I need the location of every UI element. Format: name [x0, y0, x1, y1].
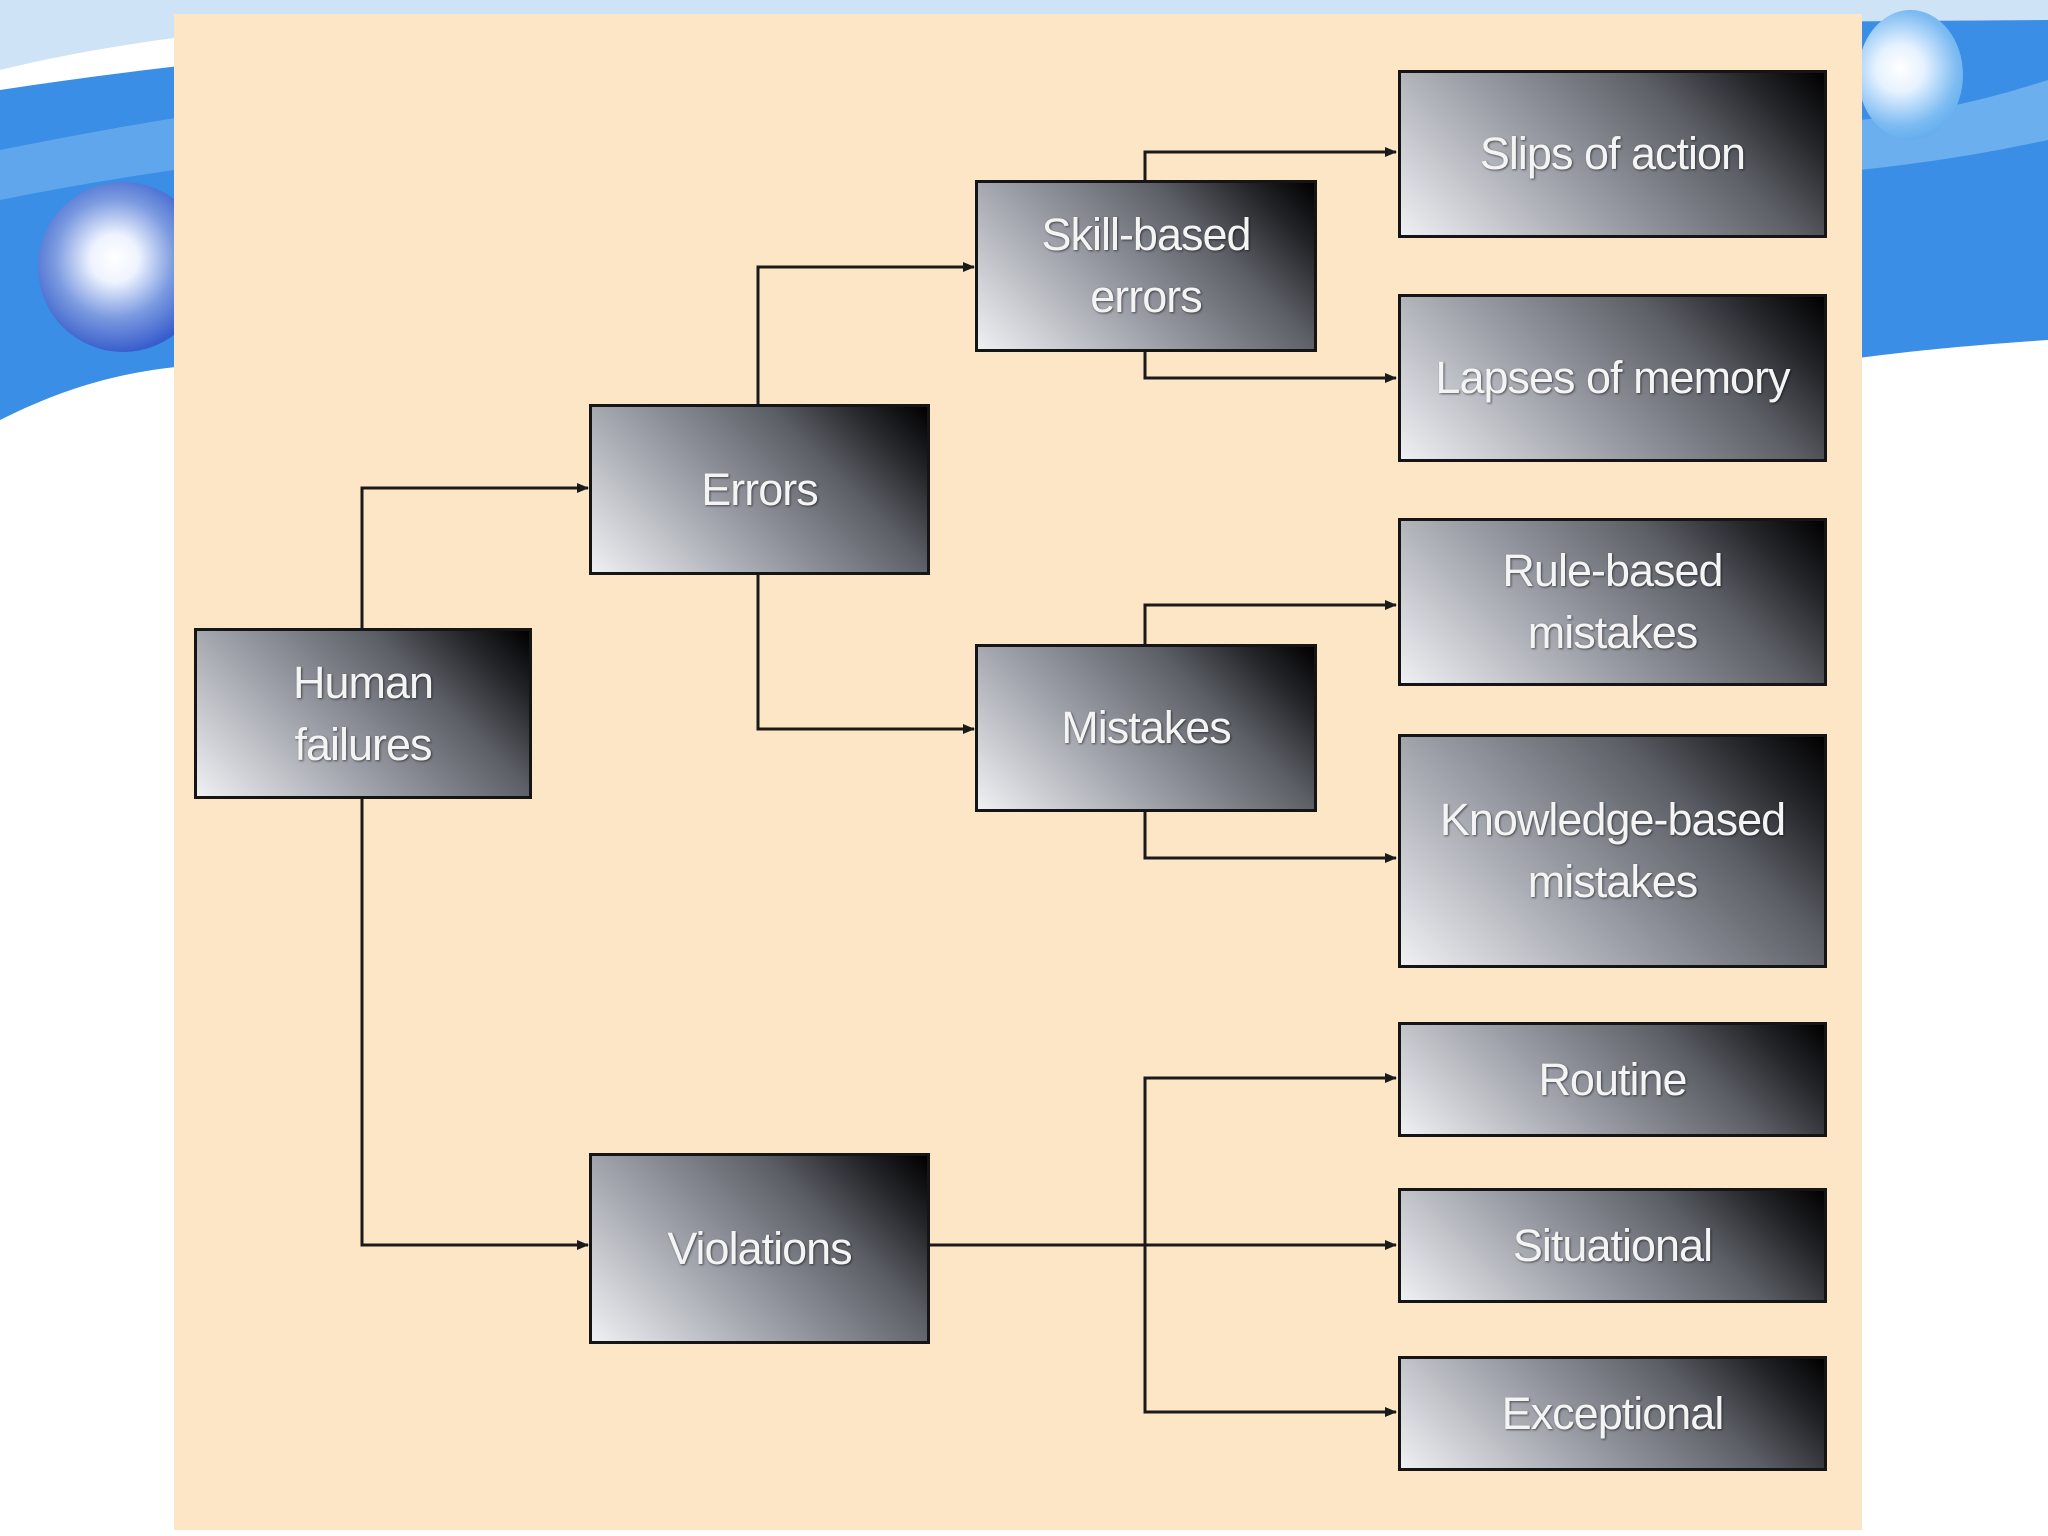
- node-violations-label: Violations: [667, 1218, 851, 1280]
- node-knowledge-based-line1: Knowledge-based: [1440, 789, 1785, 851]
- node-slips-of-action: Slips of action: [1398, 70, 1827, 238]
- node-human-failures-line2: failures: [293, 714, 433, 776]
- node-human-failures-line1: Human: [293, 652, 433, 714]
- node-lapses-of-memory-label: Lapses of memory: [1435, 347, 1789, 409]
- edge-skill-lapses: [1145, 350, 1396, 378]
- node-routine: Routine: [1398, 1022, 1827, 1137]
- edge-mistakes-rule: [1145, 605, 1396, 646]
- node-errors-label: Errors: [701, 459, 818, 521]
- node-mistakes: Mistakes: [975, 644, 1317, 812]
- node-rule-based-line1: Rule-based: [1502, 540, 1722, 602]
- node-mistakes-label: Mistakes: [1061, 697, 1231, 759]
- node-situational: Situational: [1398, 1188, 1827, 1303]
- node-routine-label: Routine: [1538, 1049, 1686, 1111]
- edge-mistakes-knowledge: [1145, 810, 1396, 858]
- node-violations: Violations: [589, 1153, 930, 1344]
- node-exceptional-label: Exceptional: [1502, 1383, 1724, 1445]
- node-exceptional: Exceptional: [1398, 1356, 1827, 1471]
- node-slips-of-action-label: Slips of action: [1480, 123, 1745, 185]
- edge-human-errors: [362, 488, 588, 630]
- edge-human-violations: [362, 797, 588, 1245]
- edge-errors-skill: [758, 267, 974, 406]
- node-situational-label: Situational: [1513, 1215, 1712, 1277]
- edge-violations-routine: [1145, 1078, 1396, 1245]
- node-rule-based-line2: mistakes: [1502, 602, 1722, 664]
- node-knowledge-based-line2: mistakes: [1440, 851, 1785, 913]
- edge-errors-mistakes: [758, 573, 974, 729]
- node-skill-based-line1: Skill-based: [1041, 204, 1250, 266]
- edge-violations-exceptional: [1145, 1245, 1396, 1412]
- node-lapses-of-memory: Lapses of memory: [1398, 294, 1827, 462]
- node-skill-based-line2: errors: [1041, 266, 1250, 328]
- edge-skill-slips: [1145, 152, 1396, 182]
- node-errors: Errors: [589, 404, 930, 575]
